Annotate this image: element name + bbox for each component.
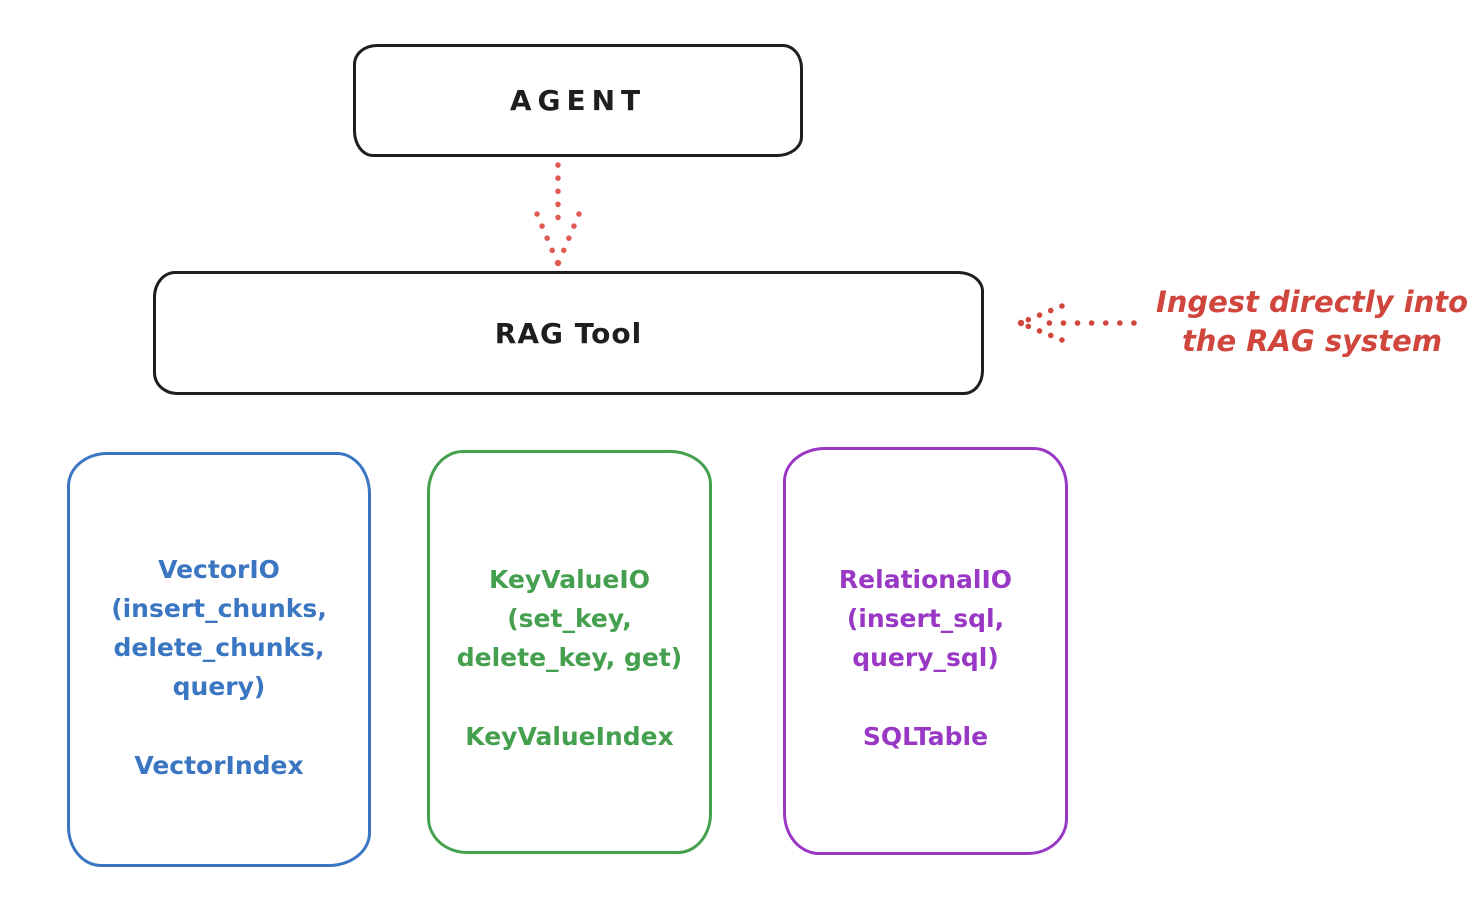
rag-tool-label: RAG Tool <box>494 316 643 350</box>
keyvalue-index-label: KeyValueIndex <box>465 722 674 751</box>
keyvalue-io-params-line: delete_key, get) <box>456 643 683 672</box>
relational-io-title: RelationalIO <box>838 565 1013 594</box>
keyvalue-io-box: KeyValueIO (set_key, delete_key, get) Ke… <box>427 450 712 854</box>
relational-io-box: RelationalIO (insert_sql, query_sql) SQL… <box>783 447 1068 855</box>
agent-to-rag-arrow-icon <box>534 162 582 267</box>
vector-io-box: VectorIO (insert_chunks, delete_chunks, … <box>67 452 371 867</box>
ingest-annotation-line1: Ingest directly into <box>1155 285 1469 319</box>
keyvalue-io-params-line: (set_key, <box>507 604 632 633</box>
ingest-annotation-line2: the RAG system <box>1181 324 1443 358</box>
ingest-arrow-icon <box>1017 303 1137 343</box>
vector-io-title: VectorIO <box>158 555 280 584</box>
vector-io-params-line: (insert_chunks, <box>111 594 327 623</box>
agent-label: AGENT <box>509 84 647 117</box>
vector-io-params-line: query) <box>172 672 266 701</box>
relational-io-params-line: query_sql) <box>852 643 999 672</box>
rag-tool-box: RAG Tool <box>153 271 984 395</box>
sql-table-label: SQLTable <box>862 722 989 751</box>
agent-box: AGENT <box>353 44 803 157</box>
vector-io-params-line: delete_chunks, <box>113 633 325 662</box>
ingest-annotation: Ingest directly into the RAG system <box>1138 283 1484 361</box>
relational-io-params-line: (insert_sql, <box>846 604 1005 633</box>
vector-index-label: VectorIndex <box>134 751 304 780</box>
keyvalue-io-title: KeyValueIO <box>489 565 650 594</box>
